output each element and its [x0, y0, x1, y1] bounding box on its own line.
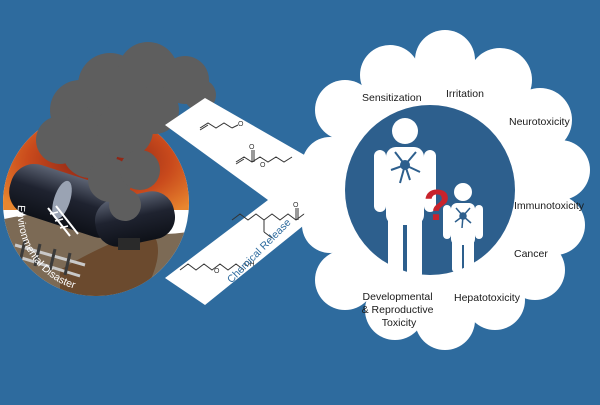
- acrolein-structure-icon: [199, 122, 239, 131]
- question-mark: ?: [424, 181, 451, 230]
- atom-label: O: [249, 144, 255, 151]
- effect-cancer: Cancer: [514, 248, 548, 260]
- environmental-disaster-scene: Environmental Disaster: [3, 42, 216, 296]
- child-figure-icon: [443, 183, 483, 272]
- butoxyethanol-structure-icon: [179, 263, 245, 271]
- atom-label: OH: [244, 261, 255, 268]
- atom-label: O: [214, 268, 220, 275]
- effect-developmental-reproductive-toxicity: Developmental & Reproductive Toxicity: [362, 291, 437, 329]
- adult-figure-icon: [374, 118, 436, 278]
- neuron-icon: [390, 151, 421, 184]
- atom-label: O: [238, 121, 244, 128]
- atom-label: O: [293, 202, 299, 209]
- effect-immunotoxicity: Immunotoxicity: [514, 200, 585, 212]
- atom-label: O: [260, 162, 266, 169]
- chemical-release-arrow: [165, 98, 355, 305]
- effect-hepatotoxicity: Hepatotoxicity: [454, 292, 521, 304]
- butyl-acrylate-structure-icon: [235, 150, 293, 165]
- health-effect-labels: Sensitization Irritation Neurotoxicity I…: [362, 88, 585, 329]
- effect-sensitization: Sensitization: [362, 92, 422, 104]
- effect-irritation: Irritation: [446, 88, 484, 100]
- exposed-people-scene: ?: [345, 105, 515, 278]
- effect-neurotoxicity: Neurotoxicity: [509, 116, 570, 128]
- neuron-icon: [454, 207, 472, 229]
